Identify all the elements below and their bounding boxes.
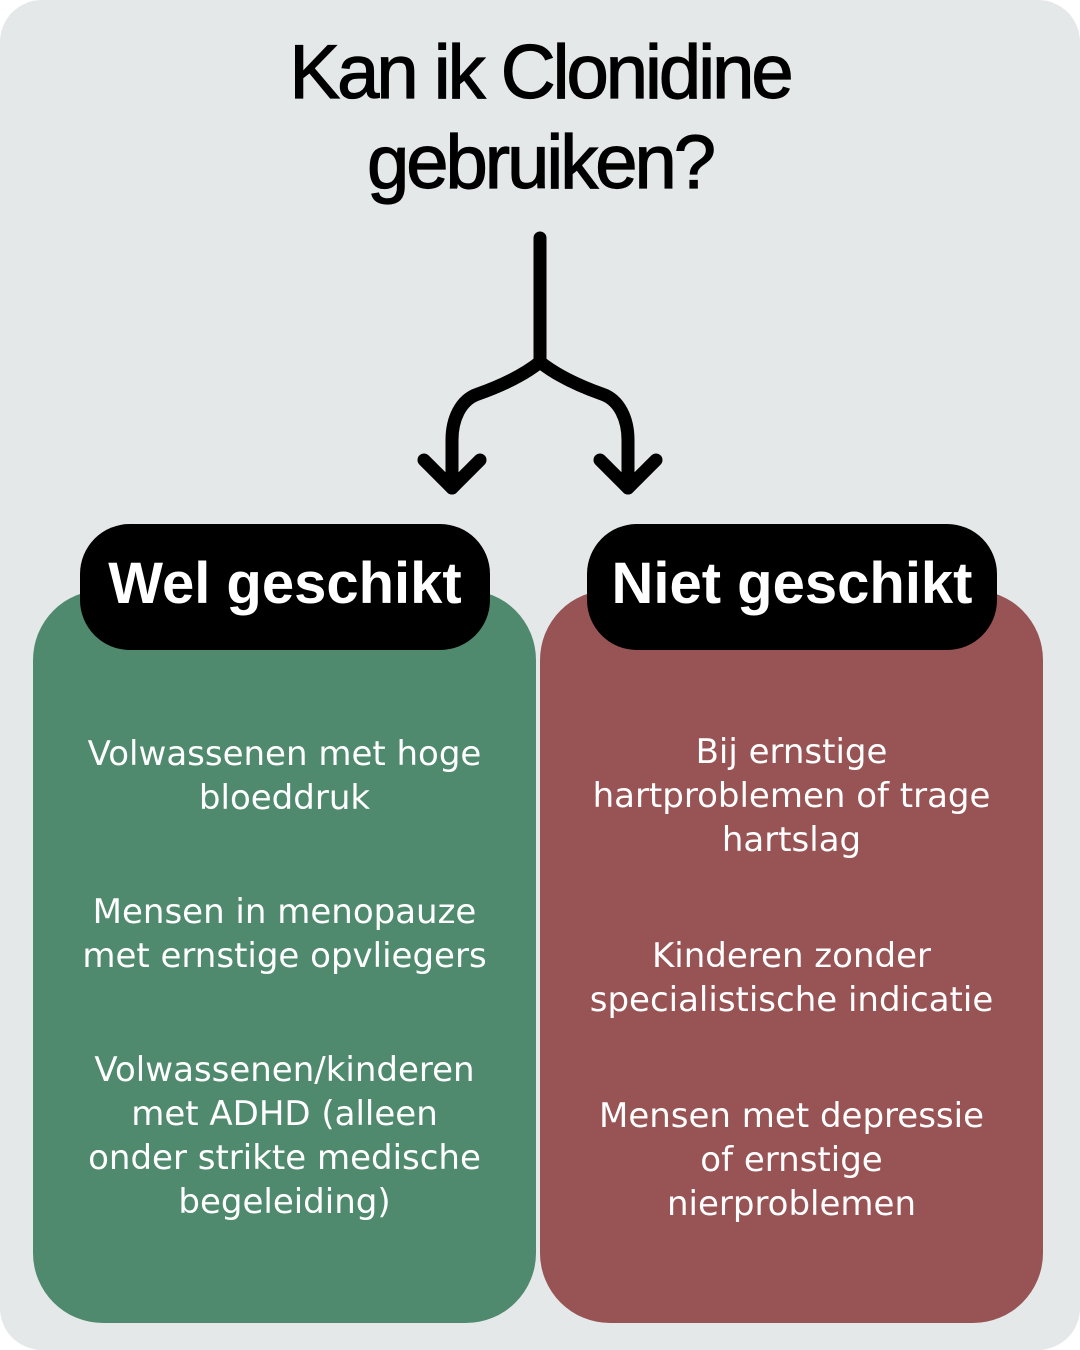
suitable-label: Wel geschikt [80, 524, 490, 650]
not-suitable-item: Bij ernstige hartproblemen of trage hart… [592, 732, 991, 860]
suitable-list: Volwassenen met hoge bloeddruk Mensen in… [33, 732, 536, 1294]
suitable-item: Volwassenen/kinderen met ADHD (alleen on… [88, 1050, 481, 1222]
not-suitable-panel [540, 590, 1043, 1323]
page-title: Kan ik Clonidine gebruiken? [289, 29, 794, 205]
not-suitable-list: Bij ernstige hartproblemen of trage hart… [540, 730, 1043, 1298]
not-suitable-label: Niet geschikt [587, 524, 997, 650]
suitable-item: Volwassenen met hoge bloeddruk [87, 734, 482, 818]
suitable-panel [33, 590, 536, 1323]
not-suitable-item: Kinderen zonder specialistische indicati… [589, 936, 994, 1020]
suitable-item: Mensen in menopauze met ernstige opvlieg… [82, 892, 487, 976]
not-suitable-item: Mensen met depressie of ernstige nierpro… [599, 1096, 984, 1224]
split-arrow-icon [417, 231, 663, 495]
